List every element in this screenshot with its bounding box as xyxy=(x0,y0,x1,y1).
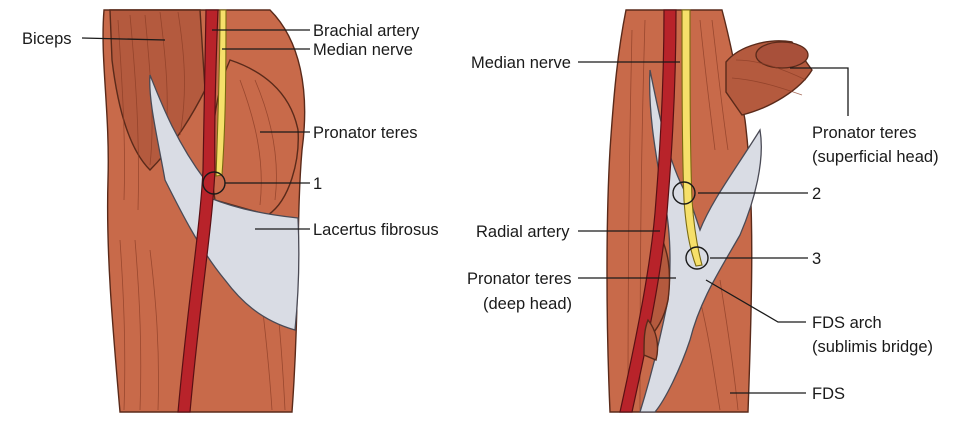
label-biceps: Biceps xyxy=(22,30,72,48)
label-median-nerve-left: Median nerve xyxy=(313,41,413,59)
leader-pronator-teres-superficial xyxy=(790,67,849,116)
label-brachial-artery: Brachial artery xyxy=(313,22,420,40)
leader-fds-arch xyxy=(705,279,806,323)
leader-biceps xyxy=(81,37,166,41)
label-site-2: 2 xyxy=(812,185,821,203)
label-pronator-teres-deep-1: Pronator teres xyxy=(467,270,572,288)
label-site-1: 1 xyxy=(313,175,322,193)
radial-artery-lower-muscle xyxy=(643,318,659,361)
label-median-nerve-right: Median nerve xyxy=(471,54,571,72)
label-pronator-teres-deep-2: (deep head) xyxy=(483,295,572,313)
label-pronator-teres-superficial-2: (superficial head) xyxy=(812,148,939,166)
biceps-muscle xyxy=(109,9,206,171)
label-site-3: 3 xyxy=(812,250,821,268)
brachial-artery xyxy=(177,9,219,413)
site-3-circle xyxy=(685,246,709,270)
site-2-circle xyxy=(672,181,696,205)
label-radial-artery: Radial artery xyxy=(476,223,570,241)
left-panel: Biceps Brachial artery Median nerve Pron… xyxy=(22,9,439,413)
label-pronator-teres-superficial-1: Pronator teres xyxy=(812,124,917,142)
label-fds: FDS xyxy=(812,385,845,403)
label-fds-arch-2: (sublimis bridge) xyxy=(812,338,933,356)
radial-artery xyxy=(619,9,677,413)
pt-cut-surface xyxy=(755,41,809,69)
label-pronator-teres-left: Pronator teres xyxy=(313,124,418,142)
label-fds-arch-1: FDS arch xyxy=(812,314,882,332)
median-nerve-right xyxy=(681,9,703,267)
right-panel: Median nerve Pronator teres (superficial… xyxy=(467,9,939,413)
label-lacertus-fibrosus: Lacertus fibrosus xyxy=(313,221,439,239)
